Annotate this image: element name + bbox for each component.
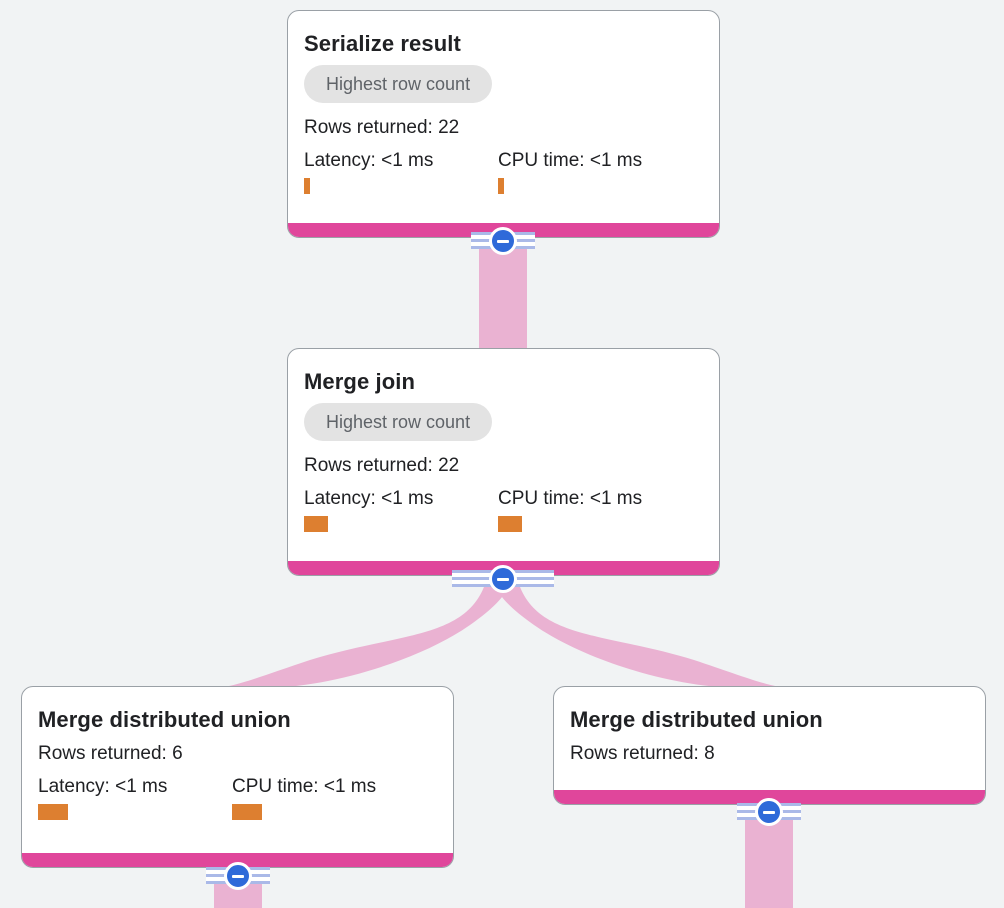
metric-cpu-time-label: CPU time: <1 ms xyxy=(498,488,643,509)
minus-glyph xyxy=(763,810,775,814)
metric-cpu-time-label: CPU time: <1 ms xyxy=(498,150,643,171)
node-title: Merge join xyxy=(304,369,416,394)
node-accent-footer-bar xyxy=(554,790,985,804)
collapse-minus-icon[interactable] xyxy=(489,227,517,255)
metric-cpu-time-bar xyxy=(498,178,504,194)
node-merge-distributed-union-right[interactable]: Merge distributed union Rows returned: 8 xyxy=(553,686,986,805)
node-metrics-row: Latency: <1 ms CPU time: <1 ms xyxy=(304,149,703,194)
metric-cpu-time-bar xyxy=(498,516,522,532)
node-merge-distributed-union-left-body: Merge distributed union Rows returned: 6… xyxy=(22,687,453,832)
collapse-toggle-serialize-result[interactable] xyxy=(471,224,535,258)
node-merge-distributed-union-left[interactable]: Merge distributed union Rows returned: 6… xyxy=(21,686,454,868)
metric-latency-label: Latency: <1 ms xyxy=(38,776,168,797)
metric-latency-label: Latency: <1 ms xyxy=(304,488,434,509)
metric-latency: Latency: <1 ms xyxy=(304,149,498,194)
collapse-minus-icon[interactable] xyxy=(489,565,517,593)
node-badge-highest-row-count: Highest row count xyxy=(304,65,493,103)
metric-cpu-time: CPU time: <1 ms xyxy=(498,487,642,532)
collapse-toggle-merge-join[interactable] xyxy=(452,562,554,596)
node-metrics-row: Latency: <1 ms CPU time: <1 ms xyxy=(304,487,703,532)
node-merge-distributed-union-right-body: Merge distributed union Rows returned: 8 xyxy=(554,687,985,787)
metric-latency-bar xyxy=(38,804,68,820)
minus-glyph xyxy=(497,577,509,581)
metric-cpu-time-label: CPU time: <1 ms xyxy=(232,776,377,797)
node-merge-join-body: Merge join Highest row count Rows return… xyxy=(288,349,719,544)
collapse-minus-icon[interactable] xyxy=(755,798,783,826)
node-title: Merge distributed union xyxy=(38,707,291,732)
node-badge-highest-row-count: Highest row count xyxy=(304,403,493,441)
metric-latency: Latency: <1 ms xyxy=(304,487,498,532)
node-title: Serialize result xyxy=(304,31,461,56)
metric-cpu-time-bar xyxy=(232,804,262,820)
metric-latency-label: Latency: <1 ms xyxy=(304,150,434,171)
node-title: Merge distributed union xyxy=(570,707,823,732)
node-merge-join[interactable]: Merge join Highest row count Rows return… xyxy=(287,348,720,576)
node-rows-returned: Rows returned: 6 xyxy=(38,743,183,764)
node-rows-returned: Rows returned: 22 xyxy=(304,455,460,476)
collapse-toggle-merge-distributed-union-right[interactable] xyxy=(737,795,801,829)
node-accent-footer-bar xyxy=(22,853,453,867)
collapse-toggle-merge-distributed-union-left[interactable] xyxy=(206,859,270,893)
node-rows-returned: Rows returned: 8 xyxy=(570,743,715,764)
metric-cpu-time: CPU time: <1 ms xyxy=(498,149,642,194)
metric-latency-bar xyxy=(304,178,310,194)
node-serialize-result[interactable]: Serialize result Highest row count Rows … xyxy=(287,10,720,238)
node-rows-returned: Rows returned: 22 xyxy=(304,117,460,138)
metric-cpu-time: CPU time: <1 ms xyxy=(232,775,376,820)
minus-glyph xyxy=(497,239,509,243)
minus-glyph xyxy=(232,874,244,878)
node-serialize-result-body: Serialize result Highest row count Rows … xyxy=(288,11,719,206)
metric-latency-bar xyxy=(304,516,328,532)
node-metrics-row: Latency: <1 ms CPU time: <1 ms xyxy=(38,775,437,820)
collapse-minus-icon[interactable] xyxy=(224,862,252,890)
metric-latency: Latency: <1 ms xyxy=(38,775,232,820)
